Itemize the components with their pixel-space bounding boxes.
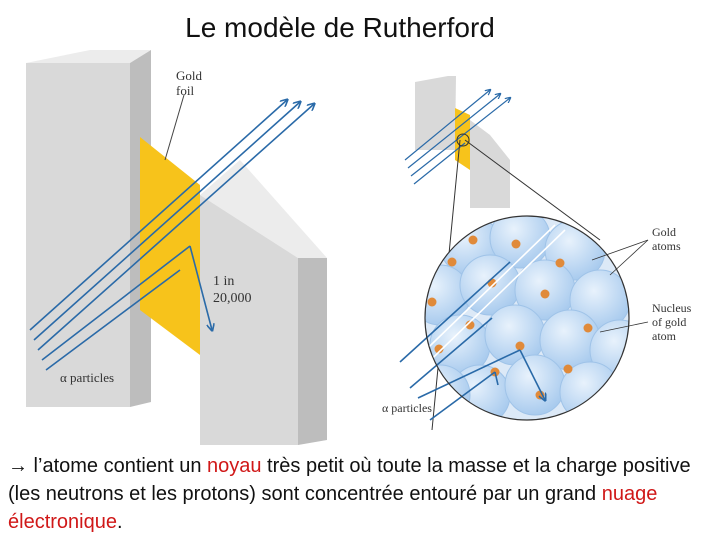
magnified-circle-outline: [424, 215, 630, 421]
atoms-label-1: Gold: [652, 225, 676, 239]
right-particles-label: α particles: [382, 401, 432, 415]
slide-title: Le modèle de Rutherford: [185, 12, 495, 43]
foil-pointer: [164, 94, 185, 161]
small-block-right: [470, 120, 510, 208]
caption-text-2: très petit où toute la masse et la charg…: [8, 455, 691, 505]
ratio-label-2: 20,000: [213, 291, 252, 306]
small-alpha-beams: [404, 90, 510, 185]
magnified-alpha-beams: [399, 224, 566, 421]
left-block-top: [26, 50, 151, 63]
left-foil-apparatus: Gold foil 1 in 20,000 α particles: [26, 50, 327, 445]
nucleus-label-2: of gold: [652, 315, 686, 329]
atoms-pointer-1: [591, 239, 649, 261]
nucleus-label-3: atom: [652, 329, 677, 343]
zoom-focus: [456, 133, 470, 147]
zoom-line-right: [464, 139, 601, 241]
rutherford-diagram: Gold foil 1 in 20,000 α particles: [26, 50, 692, 445]
small-block-left: [415, 76, 456, 150]
foil-label-1: Gold: [176, 68, 203, 83]
left-block-front: [26, 63, 130, 407]
caption-highlight-nuage: nuage électronique: [8, 483, 658, 533]
left-alpha-beams: [29, 100, 314, 371]
magnified-view: Gold atoms Nucleus of gold atom α partic…: [382, 215, 692, 421]
atoms-label-2: atoms: [652, 239, 681, 253]
right-block-side: [298, 258, 327, 445]
nucleus-pointer: [599, 321, 649, 333]
right-foil-apparatus: [404, 76, 601, 431]
nucleus-label-1: Nucleus: [652, 301, 692, 315]
ratio-label-1: 1 in: [213, 274, 234, 289]
foil-label-2: foil: [176, 83, 194, 98]
caption-highlight-noyau: noyau: [207, 455, 262, 477]
right-block-top: [200, 160, 327, 258]
caption-text-1: l’atome contient un: [28, 455, 207, 477]
caption-text-3: .: [116, 511, 123, 533]
left-particles-label: α particles: [60, 370, 114, 385]
right-block-front: [200, 195, 298, 445]
caption-arrow: →: [8, 455, 28, 477]
atoms-pointer-2: [609, 239, 649, 276]
conclusion-caption: → l’atome contient un noyau très petit o…: [8, 452, 708, 536]
gold-atoms: [425, 216, 629, 420]
